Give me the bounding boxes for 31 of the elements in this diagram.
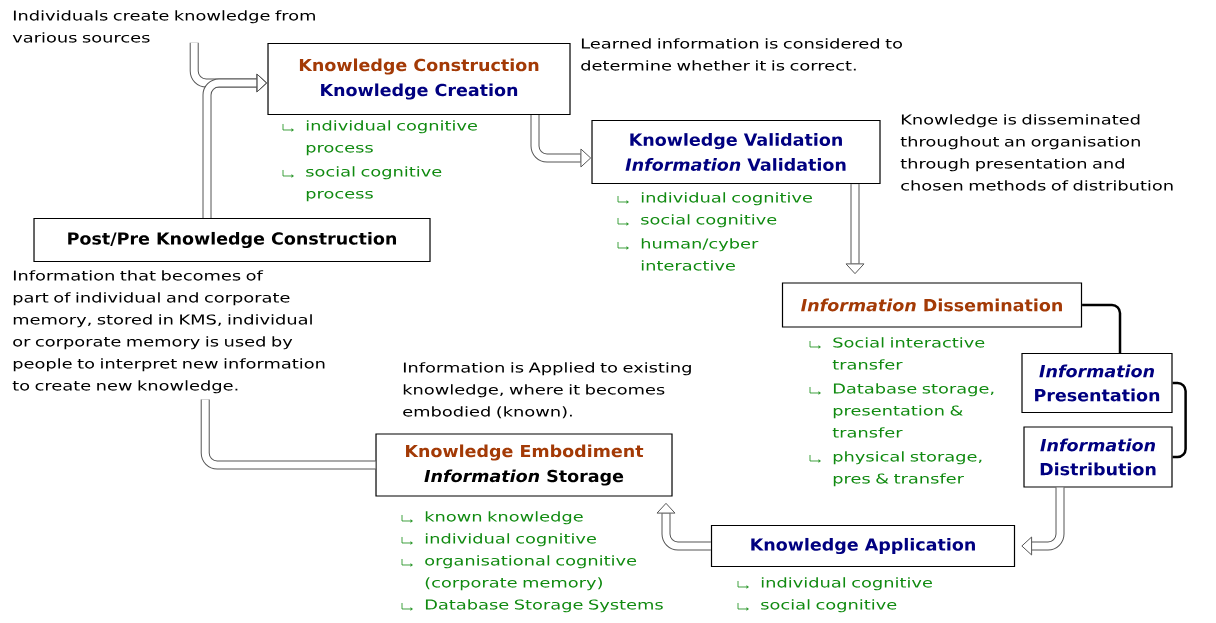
concept-box: Post/Pre Knowledge Construction xyxy=(33,217,431,263)
annotation-text: Information is Applied to existing knowledge, where it becomes embodied (known). xyxy=(403,362,691,419)
note-text: Information that becomes of part of individual and corporate memory, stored in KMS, individual or corporate memory is used by people to interpret new information to create new knowledge. xyxy=(12,270,325,394)
concept-box: Information Presentation xyxy=(1021,352,1173,414)
hollow-band xyxy=(200,399,376,470)
concept-box: Knowledge Construction Knowledge Creation xyxy=(267,42,571,116)
hollow-arrow xyxy=(202,73,268,218)
annotation-text: Knowledge is disseminated throughout an organisation through presentation and chosen methods of distribution xyxy=(900,114,1173,191)
list-item: social cognitive process xyxy=(306,166,442,202)
hollow-arrow xyxy=(845,184,865,275)
list-item: Social interactive transfer xyxy=(832,337,985,370)
list-item: physical storage, pres & transfer xyxy=(833,451,982,487)
concept-box: Information Distribution xyxy=(1023,426,1173,488)
hollow-arrow xyxy=(530,115,592,168)
hollow-arrow xyxy=(1021,487,1065,556)
concept-box: Knowledge Application xyxy=(710,524,1016,568)
list-item: social cognitive xyxy=(641,214,777,228)
concept-box: Knowledge Embodiment Information Storage xyxy=(375,433,673,497)
list-item: individual cognitive xyxy=(761,577,932,591)
list-item: known knowledge xyxy=(425,511,583,525)
list-item: human/cyber interactive xyxy=(641,238,759,271)
connector-line xyxy=(1082,303,1122,353)
concept-box: Knowledge Validation Information Validation xyxy=(591,119,881,185)
concept-box: Information Dissemination xyxy=(781,282,1083,328)
list-item: individual cognitive xyxy=(641,192,812,206)
hollow-arrow xyxy=(656,502,711,551)
note-text: Individuals create knowledge from various sources xyxy=(12,10,315,43)
list-item: organisational cognitive (corporate memory) xyxy=(425,555,637,591)
list-item: social cognitive xyxy=(761,599,897,613)
list-item: Database Storage Systems xyxy=(425,599,663,613)
list-item: individual cognitive xyxy=(425,533,596,547)
